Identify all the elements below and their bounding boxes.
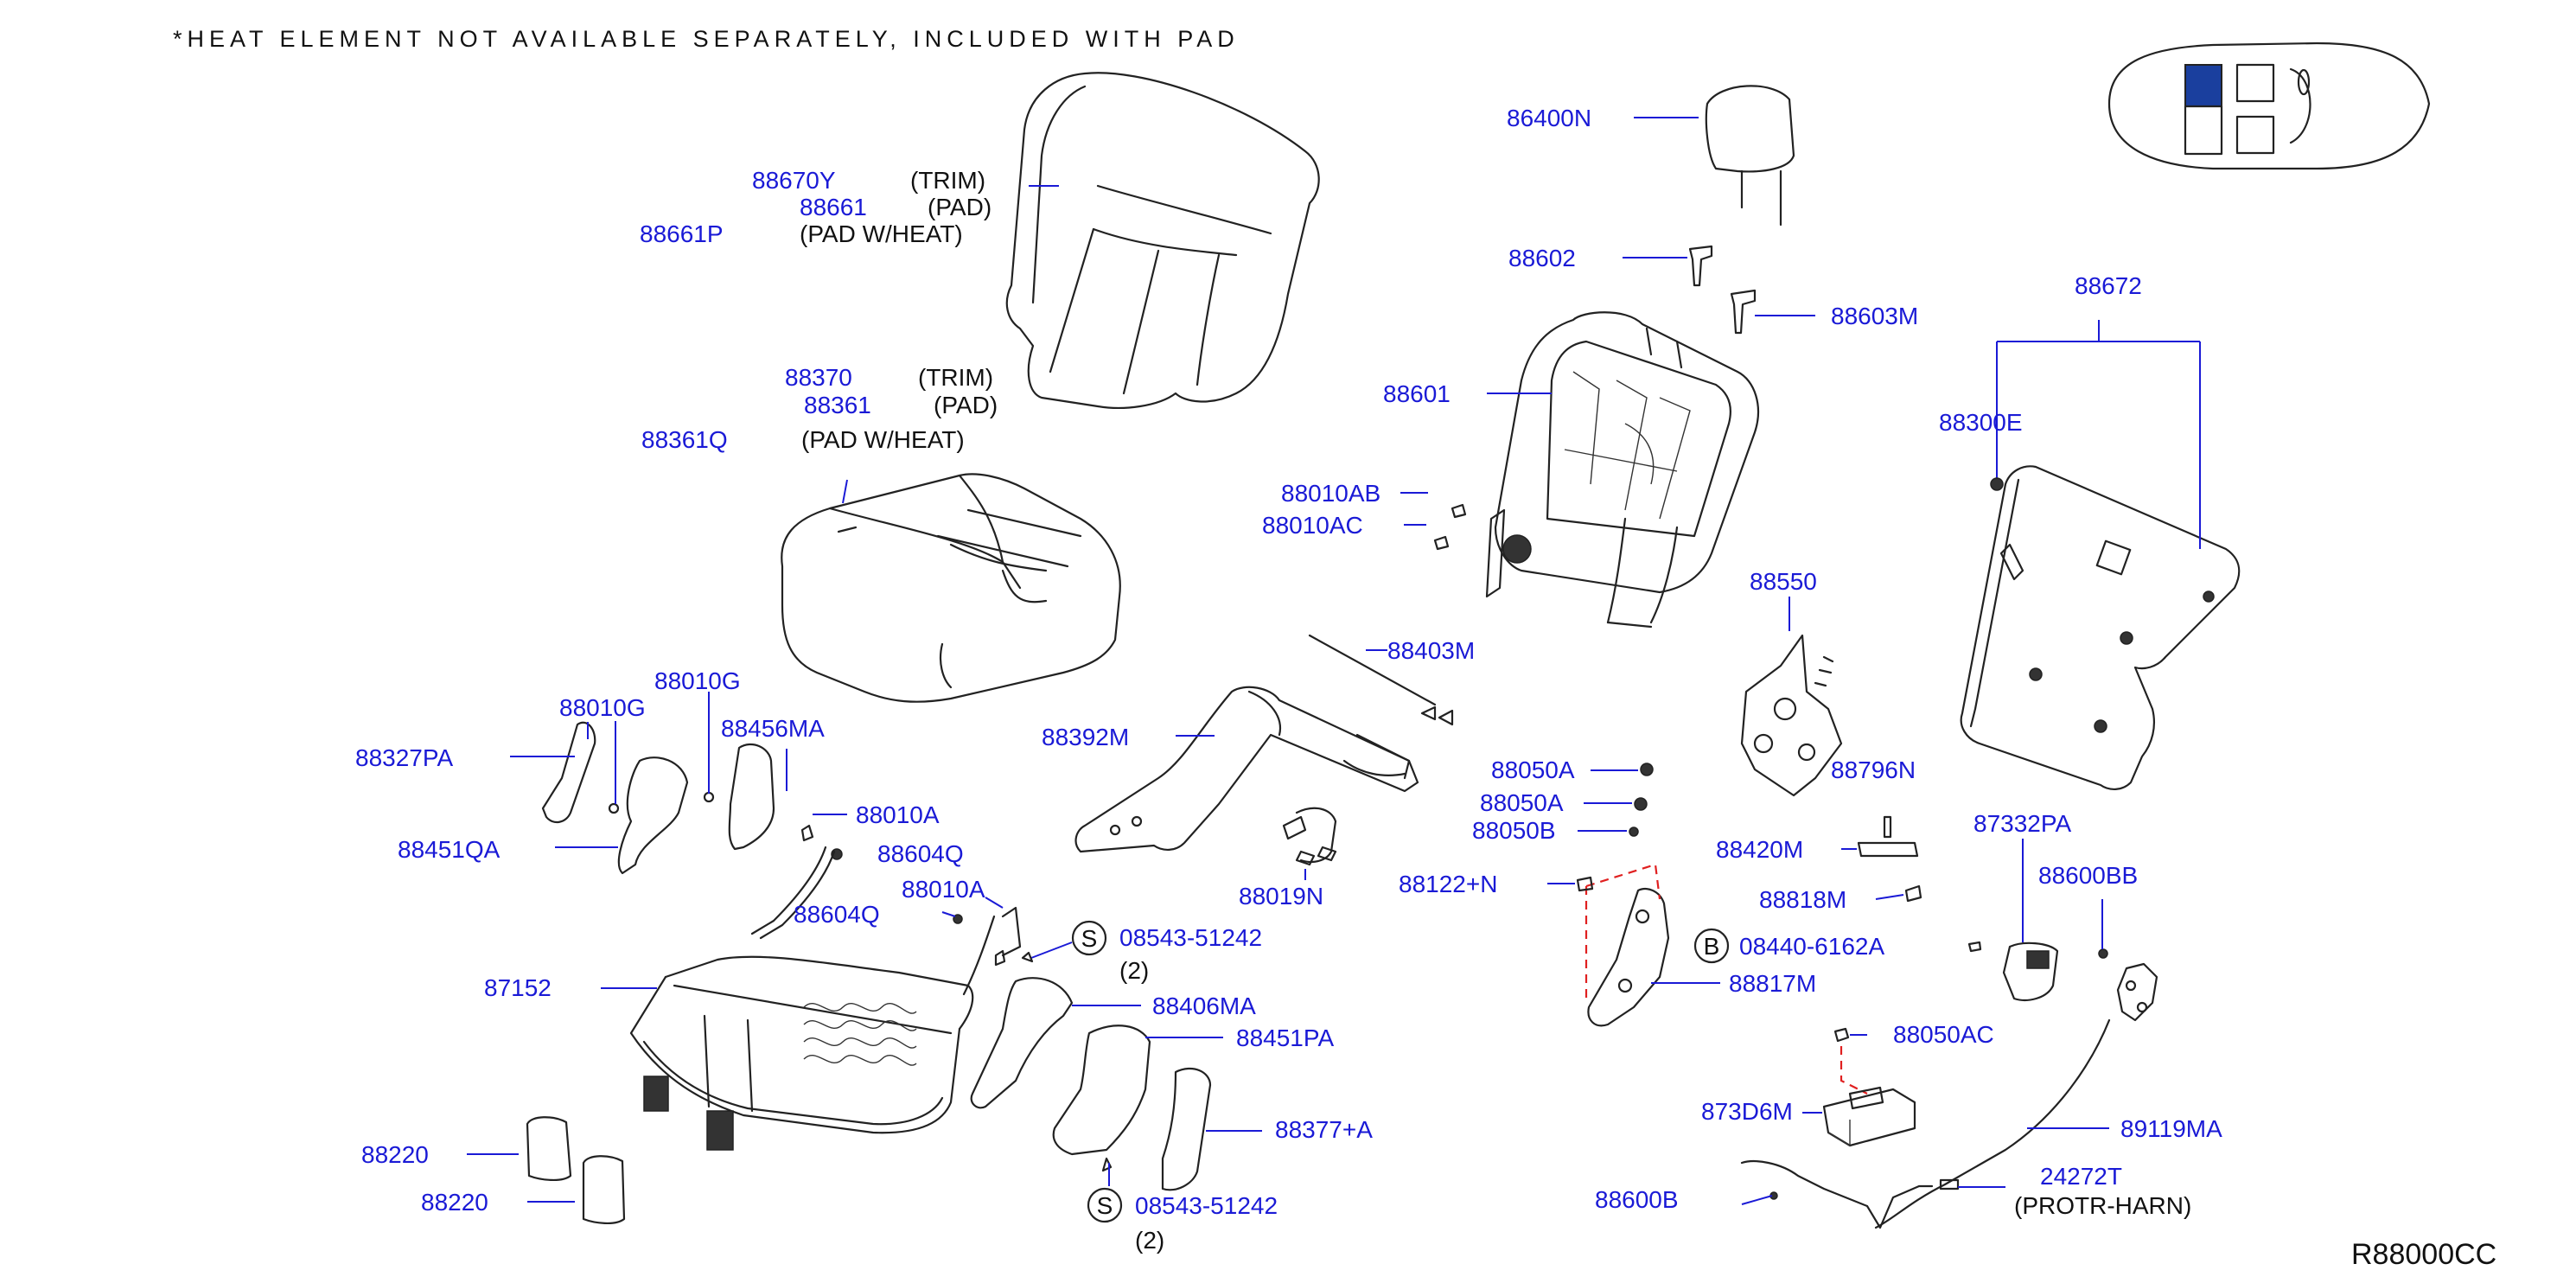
- part-88377A[interactable]: 88377+A: [1275, 1116, 1373, 1143]
- part-88010AB[interactable]: 88010AB: [1281, 480, 1380, 507]
- pad-heat-label-back: (PAD W/HEAT): [800, 220, 963, 247]
- part-88300E[interactable]: 88300E: [1939, 409, 2023, 436]
- headrest-guides-illustration: [1688, 245, 1757, 335]
- trim-label-back: (TRIM): [910, 167, 985, 194]
- module-cable-illustration: [1740, 1018, 2111, 1229]
- bolts-88050-illustration: [1629, 763, 1654, 837]
- part-88451QA[interactable]: 88451QA: [398, 836, 501, 863]
- part-88602[interactable]: 88602: [1508, 245, 1576, 271]
- pad-label-back: (PAD): [928, 194, 992, 220]
- part-88456MA[interactable]: 88456MA: [721, 715, 825, 742]
- part-88672[interactable]: 88672: [2075, 272, 2142, 299]
- part-88050A-lower[interactable]: 88050A: [1480, 789, 1564, 816]
- part-24272T[interactable]: 24272T: [2040, 1163, 2122, 1190]
- part-88327PA[interactable]: 88327PA: [355, 744, 453, 771]
- part-88050B[interactable]: 88050B: [1472, 817, 1556, 844]
- part-88220-lower[interactable]: 88220: [421, 1189, 488, 1216]
- part-873D6M[interactable]: 873D6M: [1701, 1098, 1793, 1125]
- part-88600BB[interactable]: 88600BB: [2038, 862, 2138, 889]
- part-88122N[interactable]: 88122+N: [1399, 871, 1497, 897]
- frame-bolts-illustration: [1433, 503, 1467, 551]
- part-88601[interactable]: 88601: [1383, 380, 1451, 407]
- part-88818M[interactable]: 88818M: [1759, 886, 1846, 913]
- switch-lever-illustration: [1967, 941, 2158, 1022]
- pad-label-cushion: (PAD): [934, 392, 998, 418]
- part-87332PA[interactable]: 87332PA: [1973, 810, 2071, 837]
- part-88451PA[interactable]: 88451PA: [1236, 1024, 1334, 1051]
- recliner-link-illustration: [1074, 686, 1419, 853]
- seat-cushion-illustration: [781, 473, 1121, 703]
- rod-illustration: [1308, 634, 1454, 726]
- cushion-frame-illustration: [629, 846, 1022, 1151]
- part-88010AC[interactable]: 88010AC: [1262, 512, 1363, 539]
- part-88661P[interactable]: 88661P: [640, 220, 724, 247]
- back-panel-illustration: [1960, 465, 2241, 790]
- part-88010G-top[interactable]: 88010G: [654, 667, 741, 694]
- part-88220-upper[interactable]: 88220: [361, 1141, 429, 1168]
- part-88817M[interactable]: 88817M: [1729, 970, 1816, 997]
- part-89119MA[interactable]: 89119MA: [2120, 1115, 2222, 1142]
- car-locator-icon: [2107, 41, 2431, 170]
- part-88604Q-upper[interactable]: 88604Q: [877, 840, 964, 867]
- part-88550[interactable]: 88550: [1750, 568, 1817, 595]
- small-parts-88796N-88420M-illustration: [1857, 815, 1922, 903]
- part-88600B[interactable]: 88600B: [1595, 1186, 1679, 1213]
- part-88392M[interactable]: 88392M: [1042, 724, 1129, 750]
- back-frame-illustration: [1485, 311, 1759, 629]
- screw-symbol-s-upper: S: [1071, 920, 1107, 956]
- part-88010A-upper[interactable]: 88010A: [856, 801, 940, 828]
- seat-back-trim-illustration: [1005, 72, 1320, 409]
- s-mark-lower: S: [1097, 1192, 1113, 1219]
- part-08440-6162A[interactable]: 08440-6162A: [1739, 933, 1884, 960]
- part-88796N[interactable]: 88796N: [1831, 756, 1916, 783]
- side-covers-illustration: [970, 977, 1212, 1191]
- part-88604Q-lower[interactable]: 88604Q: [794, 901, 880, 928]
- part-08543-51242-lower[interactable]: 08543-51242: [1135, 1192, 1278, 1219]
- part-88010A-lower[interactable]: 88010A: [902, 876, 985, 903]
- harness-illustration: [1282, 807, 1337, 866]
- bolt-symbol-b: B: [1693, 928, 1730, 964]
- protr-harn-label: (PROTR-HARN): [2014, 1192, 2191, 1219]
- part-88361Q[interactable]: 88361Q: [641, 426, 728, 453]
- part-88403M[interactable]: 88403M: [1387, 637, 1475, 664]
- part-88019N[interactable]: 88019N: [1239, 883, 1323, 910]
- part-88370[interactable]: 88370: [785, 364, 852, 391]
- part-08543-51242-upper[interactable]: 08543-51242: [1119, 924, 1262, 951]
- side-brackets-illustration: [541, 721, 843, 875]
- part-88050A-upper[interactable]: 88050A: [1491, 756, 1575, 783]
- qty-upper: (2): [1119, 957, 1149, 984]
- s-mark-upper: S: [1081, 925, 1098, 952]
- heat-element-note: *HEAT ELEMENT NOT AVAILABLE SEPARATELY, …: [173, 26, 1240, 52]
- part-88406MA[interactable]: 88406MA: [1152, 993, 1256, 1019]
- seat-highlight-icon: [2184, 64, 2222, 107]
- part-88050AC[interactable]: 88050AC: [1893, 1021, 1994, 1048]
- part-88010G[interactable]: 88010G: [559, 694, 646, 721]
- trim-label-cushion: (TRIM): [918, 364, 993, 391]
- pad-heat-label-cushion: (PAD W/HEAT): [801, 426, 965, 453]
- screw-symbol-s-lower: S: [1087, 1187, 1123, 1223]
- caps-illustration: [526, 1116, 626, 1224]
- headrest-illustration: [1705, 85, 1795, 227]
- part-88361[interactable]: 88361: [804, 392, 871, 418]
- part-86400N[interactable]: 86400N: [1507, 105, 1591, 131]
- part-88420M[interactable]: 88420M: [1716, 836, 1803, 863]
- b-mark: B: [1704, 933, 1720, 960]
- part-88670Y[interactable]: 88670Y: [752, 167, 836, 194]
- part-88661[interactable]: 88661: [800, 194, 867, 220]
- diagram-code: R88000CC: [2351, 1238, 2496, 1271]
- side-bracket-88817M-illustration: [1576, 863, 1670, 1027]
- recliner-mechanism-illustration: [1740, 634, 1843, 797]
- part-88603M[interactable]: 88603M: [1831, 303, 1918, 329]
- qty-lower: (2): [1135, 1227, 1164, 1254]
- part-87152[interactable]: 87152: [484, 974, 552, 1001]
